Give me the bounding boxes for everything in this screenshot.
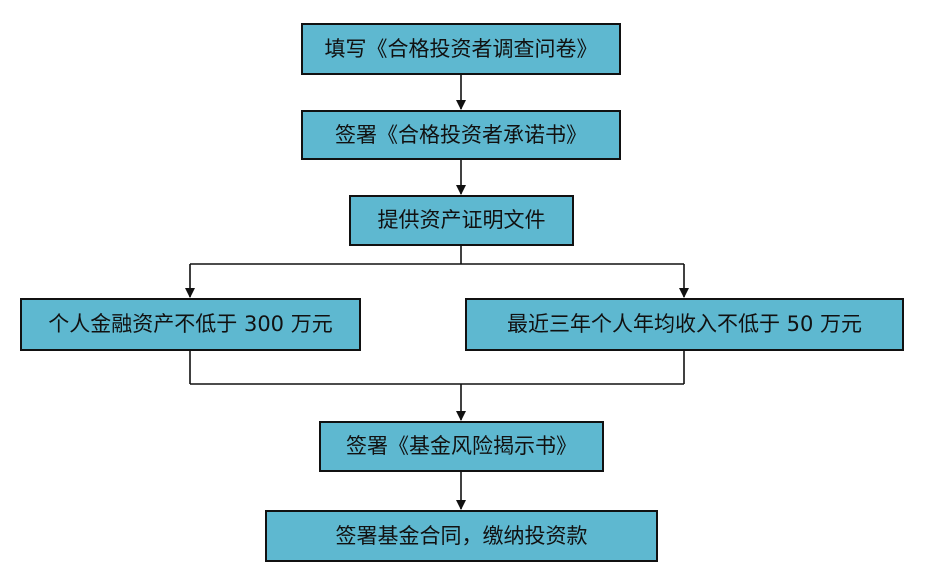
step-fill-questionnaire-label: 填写《合格投资者调查问卷》 bbox=[324, 36, 598, 61]
step-sign-commitment: 签署《合格投资者承诺书》 bbox=[301, 110, 621, 160]
step-sign-contract-pay: 签署基金合同，缴纳投资款 bbox=[265, 510, 658, 562]
step-sign-contract-pay-label: 签署基金合同，缴纳投资款 bbox=[335, 523, 588, 548]
step-sign-commitment-label: 签署《合格投资者承诺书》 bbox=[335, 122, 587, 147]
step-provide-asset-proof: 提供资产证明文件 bbox=[349, 195, 574, 246]
option-personal-assets: 个人金融资产不低于 300 万元 bbox=[20, 298, 361, 351]
step-provide-asset-proof-label: 提供资产证明文件 bbox=[377, 208, 546, 232]
step-sign-risk-disclosure: 签署《基金风险揭示书》 bbox=[319, 421, 604, 472]
option-annual-income-label: 最近三年个人年均收入不低于 50 万元 bbox=[506, 312, 863, 336]
merge-connector bbox=[189, 351, 685, 421]
option-personal-assets-label: 个人金融资产不低于 300 万元 bbox=[48, 312, 333, 336]
step-fill-questionnaire: 填写《合格投资者调查问卷》 bbox=[301, 23, 621, 75]
step-sign-risk-disclosure-label: 签署《基金风险揭示书》 bbox=[346, 434, 577, 458]
option-annual-income: 最近三年个人年均收入不低于 50 万元 bbox=[465, 298, 904, 351]
split-connector bbox=[185, 246, 689, 298]
